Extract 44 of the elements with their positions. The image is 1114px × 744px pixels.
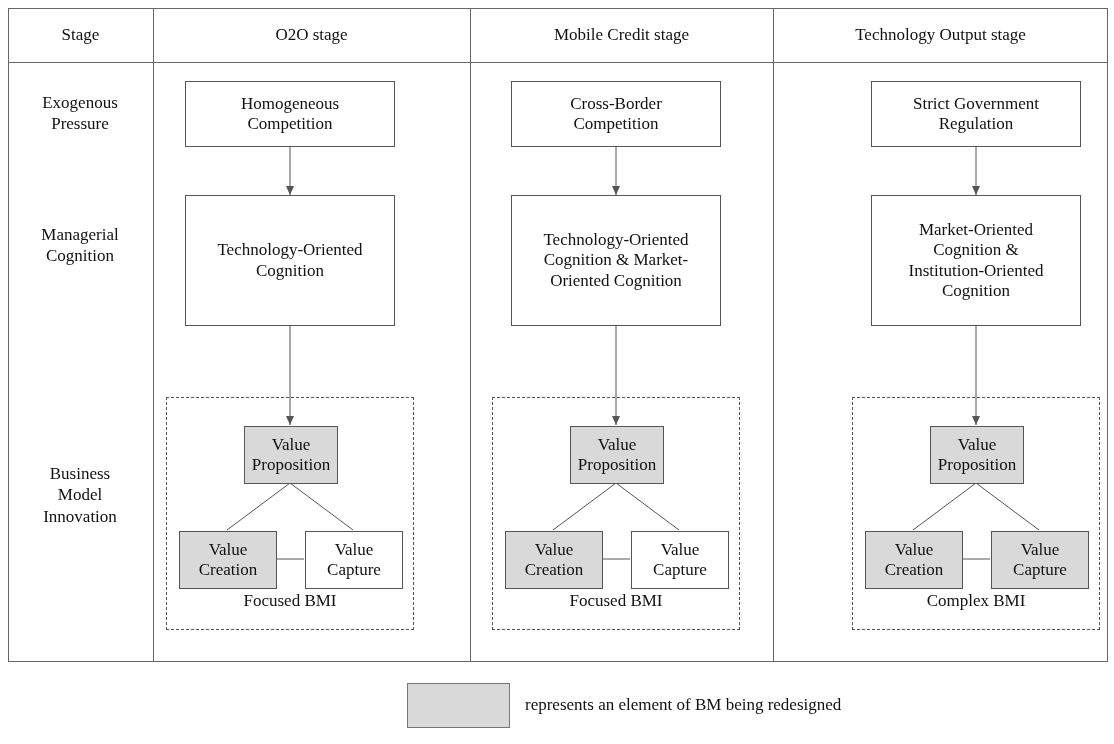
arrow (286, 146, 294, 196)
connector-line (226, 482, 291, 531)
arrow (972, 146, 980, 196)
connector-line (615, 482, 680, 531)
shaded-element-box: Value Creation (179, 531, 277, 589)
row-header: Managerial Cognition (40, 223, 120, 267)
column-header: Stage (61, 24, 100, 46)
shaded-element-box: Value Proposition (244, 426, 338, 484)
connector-line (552, 482, 617, 531)
dashed-group-box (166, 397, 414, 630)
process-box: Value Capture (305, 531, 403, 589)
process-box: Technology-Oriented Cognition & Market-Oriented Cognition (511, 195, 721, 326)
dashed-group-box (492, 397, 740, 630)
connector-line (275, 558, 305, 560)
group-caption: Complex BMI (926, 591, 1026, 611)
column-header: Technology Output stage (855, 24, 1026, 46)
connector-line (289, 482, 354, 531)
process-box: Homogeneous Competition (185, 81, 395, 147)
shaded-element-box: Value Proposition (930, 426, 1024, 484)
arrow (972, 325, 980, 426)
process-box: Cross-Border Competition (511, 81, 721, 147)
row-header: Exogenous Pressure (41, 91, 119, 135)
row-header: Business Model Innovation (42, 463, 118, 527)
dashed-group-box (852, 397, 1100, 630)
process-box: Strict Government Regulation (871, 81, 1081, 147)
arrow (286, 325, 294, 426)
connector-line (961, 558, 991, 560)
column-header: O2O stage (275, 24, 348, 46)
arrow (612, 325, 620, 426)
arrow (612, 146, 620, 196)
process-box: Market-Oriented Cognition & Institution-Oriented Cognition (871, 195, 1081, 326)
shaded-element-box: Value Creation (505, 531, 603, 589)
connector-line (912, 482, 977, 531)
group-caption: Focused BMI (243, 591, 337, 611)
connector-line (975, 482, 1040, 531)
process-box: Value Capture (631, 531, 729, 589)
shaded-element-box: Value Proposition (570, 426, 664, 484)
shaded-element-box: Value Creation (865, 531, 963, 589)
connector-line (601, 558, 631, 560)
shaded-element-box: Value Capture (991, 531, 1089, 589)
group-caption: Focused BMI (569, 591, 663, 611)
column-header: Mobile Credit stage (554, 24, 689, 46)
legend-text: represents an element of BM being redesigned (525, 695, 842, 715)
process-box: Technology-Oriented Cognition (185, 195, 395, 326)
